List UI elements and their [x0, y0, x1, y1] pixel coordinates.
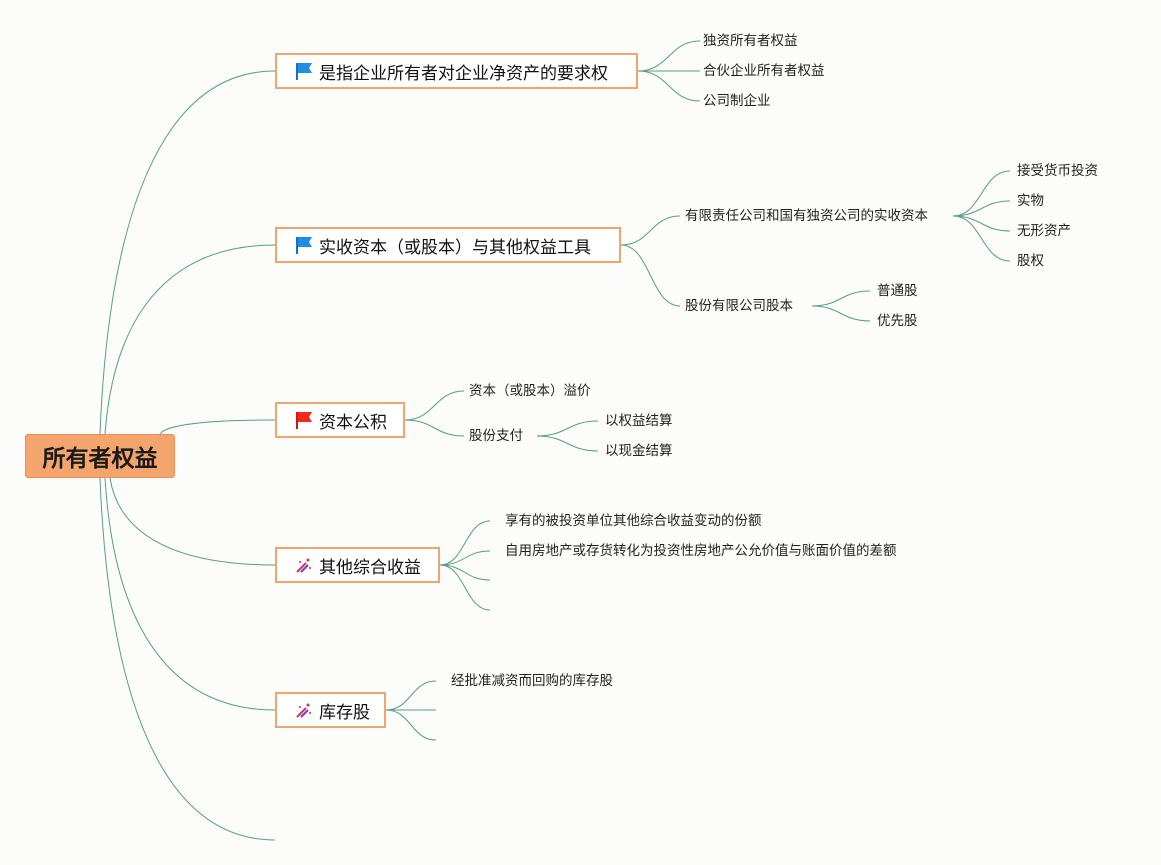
connector-line: [536, 435, 599, 452]
leaf-common-stock[interactable]: 普通股: [877, 283, 918, 299]
connector-line: [637, 40, 701, 72]
sparkle-tool-icon: [293, 554, 315, 576]
topic-label: 库存股: [319, 702, 370, 723]
topic-capital-reserve[interactable]: 资本公积: [275, 402, 405, 438]
blue-flag-icon: [293, 234, 315, 256]
leaf-equity[interactable]: 股权: [1017, 253, 1044, 269]
connector-line: [439, 564, 491, 581]
topic-label: 资本公积: [319, 412, 387, 433]
topic-label: 其他综合收益: [319, 557, 421, 578]
blue-flag-icon: [293, 60, 315, 82]
connector-line: [952, 170, 1011, 217]
connector-line: [952, 215, 1011, 232]
connector-line: [385, 709, 437, 741]
topic-label: 实收资本（或股本）与其他权益工具: [319, 237, 591, 258]
connector-line: [952, 200, 1011, 217]
connector-line: [439, 550, 491, 566]
subtopic-share-capital[interactable]: 股份有限公司股本: [685, 298, 793, 314]
leaf-sole-proprietor[interactable]: 独资所有者权益: [703, 33, 798, 49]
root-connector-line: [159, 419, 276, 435]
central-topic[interactable]: 所有者权益: [25, 434, 175, 478]
topic-oci[interactable]: 其他综合收益: [275, 547, 440, 583]
leaf-oci-share[interactable]: 享有的被投资单位其他综合收益变动的份额: [505, 513, 762, 529]
connector-line: [439, 564, 491, 611]
connector-line: [620, 244, 681, 307]
connector-line: [404, 390, 465, 421]
connector-line: [404, 419, 465, 437]
leaf-buyback-stock[interactable]: 经批准减资而回购的库存股: [451, 673, 613, 689]
root-connector-line: [99, 477, 276, 841]
root-connector-line: [99, 70, 276, 435]
leaf-preferred-stock[interactable]: 优先股: [877, 313, 918, 329]
leaf-partnership[interactable]: 合伙企业所有者权益: [703, 63, 825, 79]
topic-paid-in-capital[interactable]: 实收资本（或股本）与其他权益工具: [275, 227, 621, 263]
leaf-share-premium[interactable]: 资本（或股本）溢价: [469, 383, 591, 399]
leaf-currency[interactable]: 接受货币投资: [1017, 163, 1098, 179]
leaf-cash-settled[interactable]: 以现金结算: [605, 443, 673, 459]
root-connector-line: [104, 244, 276, 435]
connector-line: [637, 70, 701, 102]
topic-treasury-stock[interactable]: 库存股: [275, 692, 386, 728]
subtopic-llc-capital[interactable]: 有限责任公司和国有独资公司的实收资本: [685, 208, 928, 224]
sparkle-tool-icon: [293, 699, 315, 721]
connector-line: [439, 520, 491, 566]
connector-line: [952, 215, 1011, 262]
connector-line: [811, 290, 871, 307]
connector-line: [811, 305, 871, 322]
connector-line: [536, 420, 599, 437]
leaf-property-revaluation[interactable]: 自用房地产或存货转化为投资性房地产公允价值与账面价值的差额: [505, 543, 897, 559]
connector-line: [620, 215, 681, 246]
topic-owner-claim[interactable]: 是指企业所有者对企业净资产的要求权: [275, 53, 638, 89]
central-topic-label: 所有者权益: [42, 446, 158, 472]
topic-label: 是指企业所有者对企业净资产的要求权: [319, 63, 608, 84]
connector-line: [385, 680, 437, 711]
leaf-intangible[interactable]: 无形资产: [1017, 223, 1071, 239]
leaf-physical[interactable]: 实物: [1017, 193, 1044, 209]
leaf-corporation[interactable]: 公司制企业: [703, 93, 771, 109]
red-flag-icon: [293, 409, 315, 431]
leaf-equity-settled[interactable]: 以权益结算: [605, 413, 673, 429]
subtopic-share-payment[interactable]: 股份支付: [469, 428, 523, 444]
root-connector-line: [104, 477, 276, 711]
root-connector-line: [109, 477, 276, 566]
